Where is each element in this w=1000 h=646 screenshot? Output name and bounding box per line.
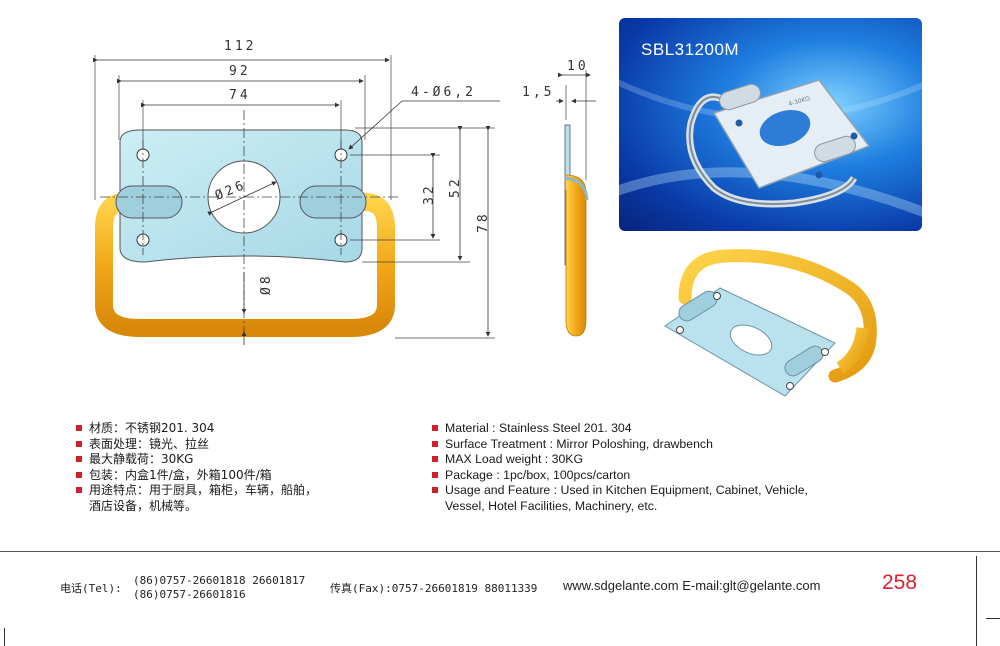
dim-74: 74 <box>229 88 251 103</box>
model-number: SBL31200M <box>641 40 740 59</box>
spec-item: MAX Load weight : 30KG <box>432 452 808 468</box>
page-number: 258 <box>882 571 918 594</box>
spec-item: 表面处理：镜光、拉丝 <box>76 437 317 453</box>
spec-item: Package : 1pc/box, 100pcs/carton <box>432 468 808 484</box>
product-render-3d <box>664 249 877 397</box>
tel-line-2: (86)0757-26601816 <box>133 588 246 601</box>
spec-item: 材质：不锈钢201. 304 <box>76 421 317 437</box>
specs-english: Material : Stainless Steel 201. 304 Surf… <box>432 421 808 515</box>
tel-label: 电话(Tel): <box>60 582 122 595</box>
tel-numbers: (86)0757-26601818 26601817 (86)0757-2660… <box>133 574 305 602</box>
dim-1-5: 1,5 <box>522 85 554 100</box>
crop-mark <box>986 618 1000 619</box>
spec-item: Usage and Feature : Used in Kitchen Equi… <box>432 483 808 499</box>
product-photo: 4-30KG SBL31200M <box>619 18 922 231</box>
spec-item: 用途特点：用于厨具，箱柜，车辆，船舶， <box>76 483 317 499</box>
dim-32: 32 <box>422 183 437 205</box>
fax-number: 传真(Fax):0757-26601819 88011339 <box>330 582 538 595</box>
dim-hole-dia: 4-Ø6,2 <box>411 85 476 100</box>
dim-8: Ø8 <box>259 273 274 295</box>
spec-item: 包装：内盒1件/盒，外箱100件/箱 <box>76 468 317 484</box>
product-photo-art: 4-30KG <box>619 79 922 217</box>
tel-line-1: (86)0757-26601818 26601817 <box>133 574 306 587</box>
spec-item: 最大静载荷：30KG <box>76 452 317 468</box>
dim-78: 78 <box>476 211 491 233</box>
spec-item: Surface Treatment : Mirror Poloshing, dr… <box>432 437 808 453</box>
technical-drawing: 112 92 74 4-Ø6,2 Ø26 32 52 78 Ø8 10 1,5 <box>93 39 596 345</box>
crop-mark <box>976 556 977 646</box>
dim-112: 112 <box>224 39 256 54</box>
specs-chinese: 材质：不锈钢201. 304 表面处理：镜光、拉丝 最大静载荷：30KG 包装：… <box>76 421 317 515</box>
dim-52: 52 <box>448 176 463 198</box>
side-view: 10 1,5 <box>522 59 596 337</box>
hinge-left <box>115 185 183 219</box>
spec-item-continued: 酒店设备，机械等。 <box>89 498 198 513</box>
spec-item-continued: Vessel, Hotel Facilities, Machinery, etc… <box>445 498 658 513</box>
dim-92: 92 <box>229 64 251 79</box>
dim-10: 10 <box>567 59 589 74</box>
footer-divider <box>0 551 1000 552</box>
handle-front-view <box>95 193 395 337</box>
spec-item: Material : Stainless Steel 201. 304 <box>432 421 808 437</box>
website-email: www.sdgelante.com E-mail:glt@gelante.com <box>563 578 821 593</box>
crop-mark <box>4 628 5 646</box>
hinge-right <box>299 185 367 219</box>
